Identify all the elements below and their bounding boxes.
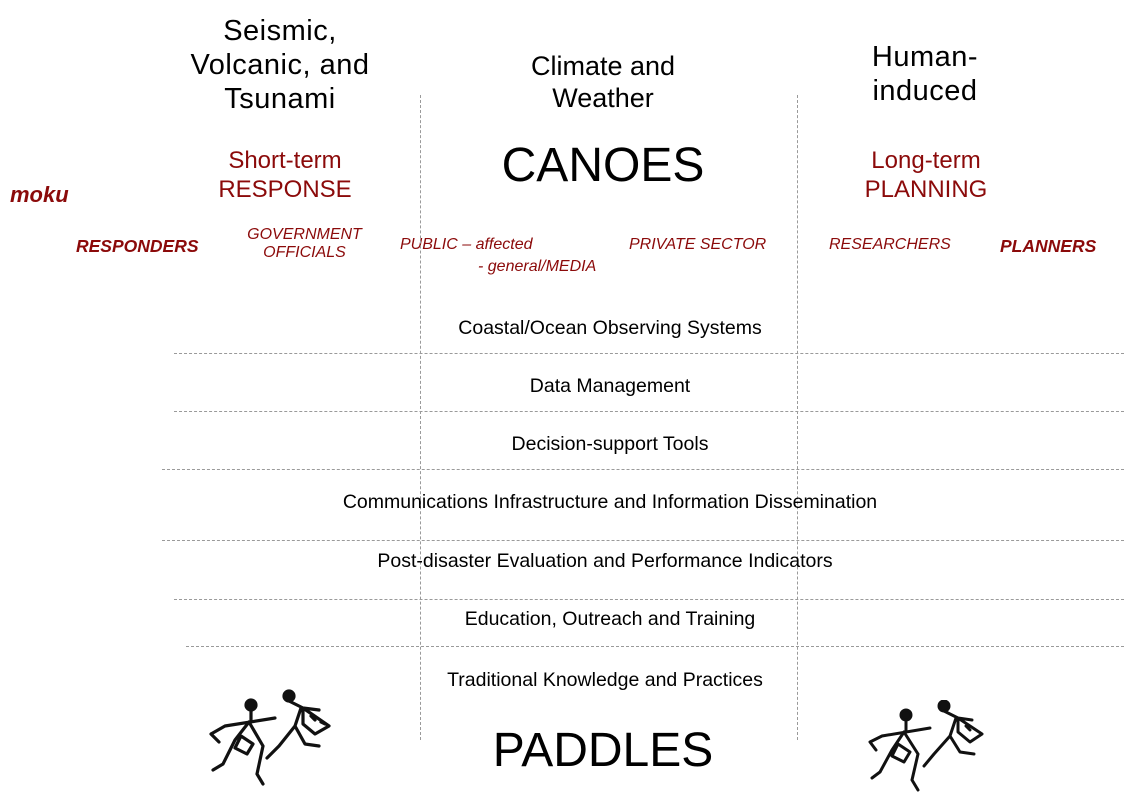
hazard-left-line-1: Seismic,: [223, 15, 337, 47]
planning-line-1: Long-term: [871, 147, 981, 174]
paddle-row: Communications Infrastructure and Inform…: [342, 491, 878, 513]
hazard-center-line-1: Climate and: [530, 51, 676, 81]
paddle-separator: [186, 646, 1124, 647]
government-line-1: GOVERNMENT: [247, 226, 362, 243]
hazard-human-induced: Human- induced: [825, 40, 1025, 108]
paddle-separator: [174, 411, 1124, 412]
paddle-separator: [174, 599, 1124, 600]
paddle-separator: [174, 353, 1124, 354]
paddles-label: PADDLES: [492, 724, 714, 777]
petroglyph-paddlers-left-icon: [209, 689, 331, 786]
stakeholder-public-affected: PUBLIC – affected: [400, 236, 533, 253]
paddle-separator: [162, 540, 1124, 541]
paddle-row: Post-disaster Evaluation and Performance…: [377, 550, 833, 572]
stakeholder-responders: RESPONDERS: [76, 236, 199, 256]
canoes-label: CANOES: [501, 139, 705, 192]
stakeholder-public-general-media: - general/MEDIA: [478, 258, 597, 275]
paddle-row: Decision-support Tools: [511, 433, 709, 455]
stakeholder-government-officials: GOVERNMENT OFFICIALS: [222, 226, 387, 262]
planning-line-2: PLANNING: [864, 176, 988, 203]
government-line-2: OFFICIALS: [263, 244, 346, 261]
hazard-left-line-3: Tsunami: [224, 83, 336, 115]
stakeholder-private-sector: PRIVATE SECTOR: [629, 236, 767, 253]
hazard-center-line-2: Weather: [552, 83, 654, 113]
stakeholder-planners: PLANNERS: [1000, 236, 1097, 256]
paddle-row: Coastal/Ocean Observing Systems: [458, 317, 762, 339]
paddle-row: Data Management: [529, 375, 691, 397]
column-divider-left: [420, 95, 421, 740]
hazard-right-line-1: Human-: [871, 41, 979, 73]
response-line-2: RESPONSE: [218, 176, 352, 203]
paddle-row: Traditional Knowledge and Practices: [447, 669, 763, 691]
column-divider-right: [797, 95, 798, 740]
hazard-right-line-2: induced: [872, 75, 978, 107]
paddle-row: Education, Outreach and Training: [464, 608, 756, 630]
petroglyph-paddlers-right-icon: [868, 700, 984, 792]
hazard-climate-weather: Climate and Weather: [483, 50, 723, 114]
stakeholder-researchers: RESEARCHERS: [829, 236, 951, 253]
moku-label: moku: [10, 182, 69, 207]
long-term-planning: Long-term PLANNING: [826, 146, 1026, 204]
response-line-1: Short-term: [228, 147, 342, 174]
short-term-response: Short-term RESPONSE: [185, 146, 385, 204]
hazard-left-line-2: Volcanic, and: [190, 49, 370, 81]
paddle-separator: [162, 469, 1124, 470]
hazard-seismic-volcanic-tsunami: Seismic, Volcanic, and Tsunami: [150, 14, 410, 116]
